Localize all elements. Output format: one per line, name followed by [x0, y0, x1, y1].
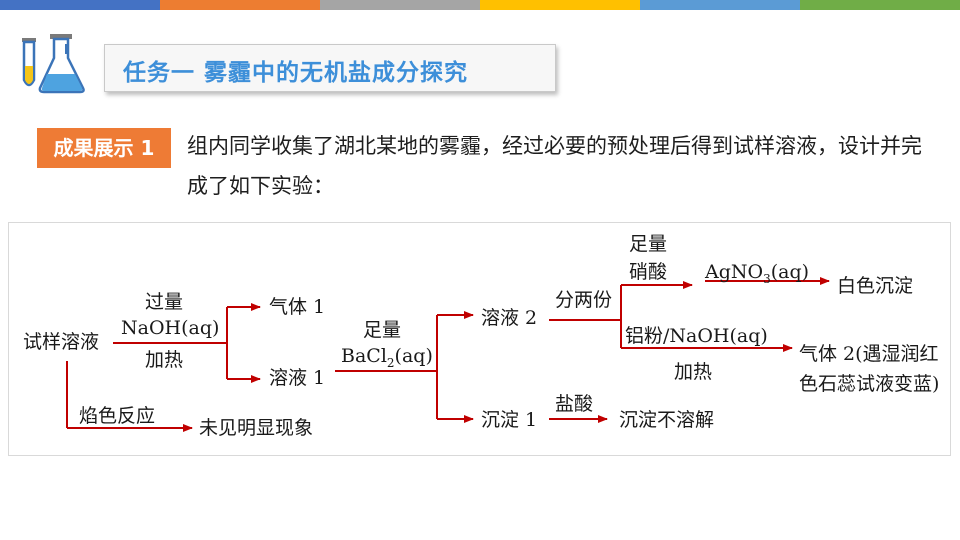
al-reagent-label: 铝粉/NaOH(aq) [625, 325, 768, 347]
top-bar-segment-blue [0, 0, 160, 10]
experiment-flowchart: 试样溶液 过量 NaOH(aq) 加热 气体 1 溶液 1 焰色反应 未见明显现… [8, 222, 951, 456]
solution1-label: 溶液 1 [269, 367, 326, 389]
agno3-tail: (aq) [770, 261, 810, 283]
solution2-label: 溶液 2 [481, 307, 538, 329]
white-precipitate-label: 白色沉淀 [837, 275, 914, 297]
cond1-reagent-label: NaOH(aq) [121, 317, 220, 339]
cond2-top-label: 足量 [363, 319, 402, 341]
bacl2-base: BaCl [341, 345, 387, 367]
agno3-subscript: 3 [763, 271, 771, 286]
intro-text: 组内同学收集了湖北某地的雾霾，经过必要的预处理后得到试样溶液，设计并完成了如下实… [187, 134, 922, 198]
top-bar-segment-green [800, 0, 960, 10]
precipitate1-label: 沉淀 1 [481, 409, 538, 431]
bacl2-tail: (aq) [394, 345, 433, 367]
title-box: 任务一 雾霾中的无机盐成分探究 [104, 44, 556, 92]
lab-flasks-icon [22, 34, 85, 94]
gas2-line1-label: 气体 2(遇湿润红 [799, 343, 939, 365]
flame-result-label: 未见明显现象 [199, 417, 314, 439]
result-badge: 成果展示 1 [37, 128, 171, 168]
nitric-top-label: 足量 [629, 233, 668, 255]
cond2-reagent-label: BaCl2(aq) [341, 345, 433, 374]
gas2-line2-label: 色石蕊试液变蓝) [799, 373, 940, 395]
cond1-top-label: 过量 [145, 291, 184, 313]
page-title: 任务一 雾霾中的无机盐成分探究 [123, 60, 469, 86]
top-bar-segment-yellow [480, 0, 640, 10]
start-solution-label: 试样溶液 [23, 331, 100, 353]
bacl2-subscript: 2 [386, 355, 395, 370]
flame-test-label: 焰色反应 [79, 405, 156, 427]
hcl-result-label: 沉淀不溶解 [619, 409, 715, 431]
top-bar-segment-lightblue [640, 0, 800, 10]
agno3-base: AgNO [705, 261, 764, 283]
top-color-bar [0, 0, 960, 10]
top-bar-segment-gray [320, 0, 480, 10]
cond1-bottom-label: 加热 [145, 349, 184, 371]
al-heat-label: 加热 [674, 361, 713, 383]
top-bar-segment-orange [160, 0, 320, 10]
flow-arrows [66, 277, 830, 432]
split-label: 分两份 [555, 289, 613, 311]
gas1-label: 气体 1 [269, 296, 326, 318]
agno3-label: AgNO3(aq) [705, 261, 809, 290]
nitric-bottom-label: 硝酸 [629, 261, 668, 283]
hcl-label: 盐酸 [555, 393, 594, 415]
